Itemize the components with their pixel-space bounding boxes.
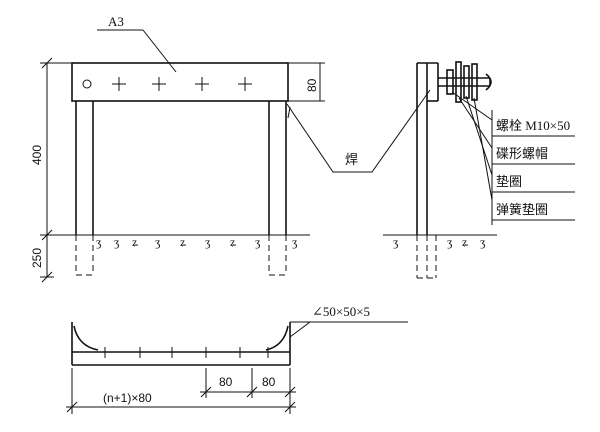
side-view: ʒ ʒ ʑ ʒ [383, 62, 497, 279]
part-label-spring-washer: 弹簧垫圈 [496, 202, 548, 217]
material-label: A3 [108, 14, 124, 29]
bracket-height-dimension [288, 62, 325, 102]
angle-steel-label: ∠50×50×5 [312, 304, 370, 319]
left-post [75, 101, 94, 276]
svg-text:ʒ: ʒ [155, 235, 160, 249]
part-label-washer: 垫圈 [496, 174, 522, 189]
weld-leader [286, 89, 431, 173]
total-length-label: (n+1)×80 [103, 391, 152, 405]
plan-view [71, 322, 291, 366]
material-leader-line [142, 29, 177, 73]
weld-label: 焊 [345, 152, 358, 167]
svg-text:ʒ: ʒ [480, 235, 485, 249]
svg-text:ʒ: ʒ [393, 235, 398, 249]
spacing-1-label: 80 [219, 375, 233, 389]
spacing-dimension [200, 368, 296, 398]
bracket-height-label: 80 [305, 78, 319, 92]
bolt-assembly [438, 61, 492, 103]
height-buried-label: 250 [30, 248, 44, 268]
ground-hatch: ʒ ʒ ʑ ʒ ʑ ʒ ʑ ʒ ʒ [96, 235, 297, 249]
svg-text:ʒ: ʒ [96, 235, 101, 249]
svg-text:ʒ: ʒ [447, 235, 452, 249]
parts-leaders [451, 91, 575, 225]
svg-text:ʒ: ʒ [292, 235, 297, 249]
total-length-dimension [66, 368, 296, 414]
part-label-bolt: 螺栓 M10×50 [496, 118, 570, 133]
svg-text:ʒ: ʒ [114, 235, 119, 249]
svg-text:ʑ: ʑ [132, 235, 138, 249]
right-post [268, 101, 287, 276]
height-main-label: 400 [30, 145, 44, 165]
height-dimension [40, 57, 72, 283]
top-plate [71, 62, 289, 102]
svg-text:ʒ: ʒ [255, 235, 260, 249]
spacing-2-label: 80 [262, 375, 276, 389]
bolt-cross-marks [112, 77, 252, 91]
svg-text:ʑ: ʑ [462, 235, 468, 249]
part-label-wing-nut: 碟形螺帽 [496, 146, 548, 161]
front-view: ʒ ʒ ʑ ʒ ʑ ʒ ʑ ʒ ʒ A3 400 250 [30, 14, 325, 283]
svg-text:ʒ: ʒ [205, 235, 210, 249]
hole-circle [82, 79, 92, 89]
svg-text:ʑ: ʑ [230, 235, 236, 249]
svg-text:ʑ: ʑ [180, 235, 186, 249]
